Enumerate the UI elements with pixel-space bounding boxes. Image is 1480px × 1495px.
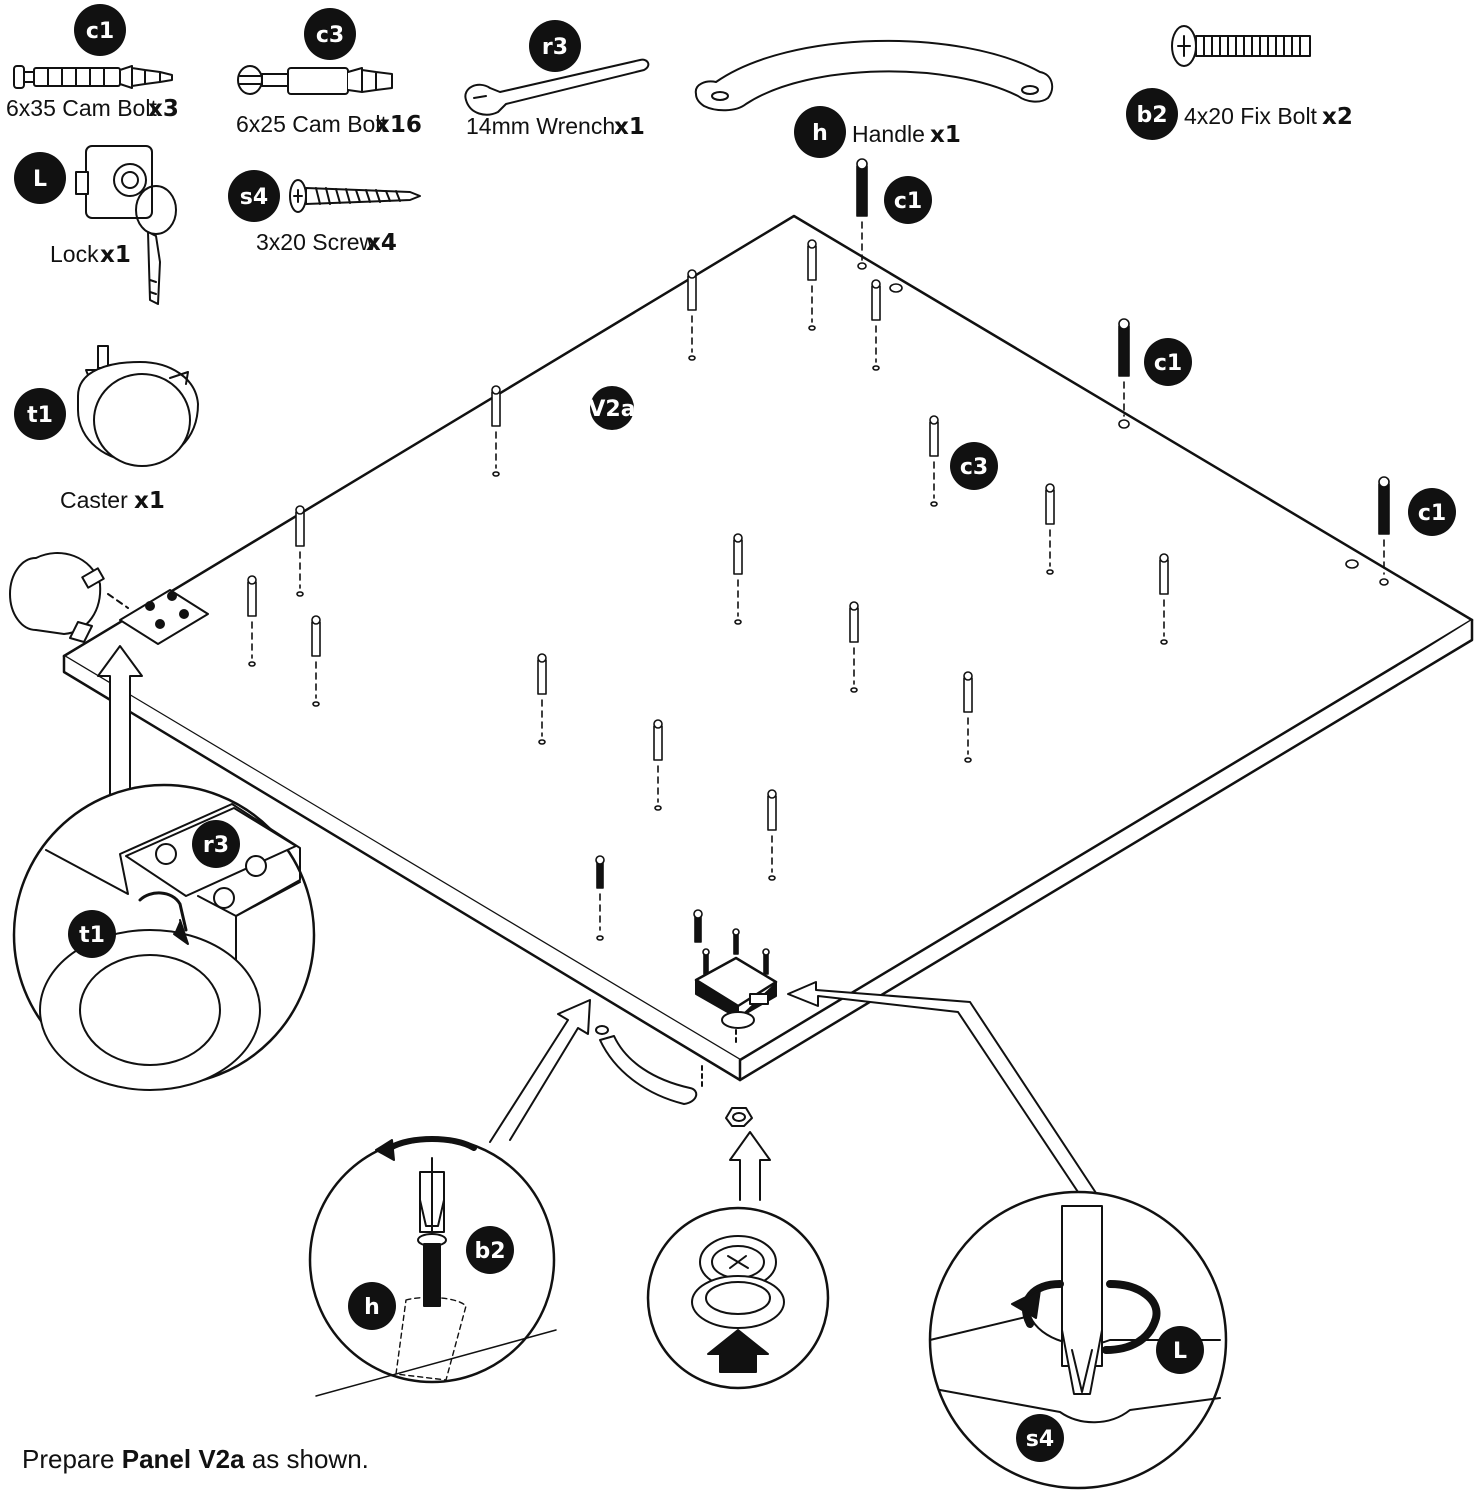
callout-c1-b: c1 bbox=[1154, 351, 1182, 376]
part-b2-badge: b2 bbox=[1136, 103, 1167, 128]
part-h-name: Handle bbox=[852, 121, 925, 147]
part-c1-qty: x3 bbox=[148, 96, 179, 122]
pointer-arrows bbox=[97, 645, 1099, 1205]
part-c3-badge: c3 bbox=[316, 23, 344, 48]
part-L-qty: x1 bbox=[100, 242, 131, 268]
part-r3-qty: x1 bbox=[614, 114, 645, 140]
part-b2: b2 4x20 Fix Bolt x2 bbox=[1126, 25, 1353, 140]
callout-b2: b2 bbox=[474, 1239, 505, 1264]
part-r3: r3 14mm Wrench x1 bbox=[464, 20, 650, 140]
handle-icon bbox=[694, 39, 1054, 112]
part-s4-name: 3x20 Screw bbox=[256, 229, 377, 255]
part-t1: t1 Caster x1 bbox=[14, 345, 199, 514]
part-c1-name: 6x35 Cam Bolt bbox=[6, 95, 157, 121]
part-L: L Lock x1 bbox=[14, 145, 177, 305]
instruction-panel-name: Panel V2a bbox=[121, 1444, 245, 1474]
part-L-badge: L bbox=[33, 167, 47, 192]
callout-t1: t1 bbox=[79, 923, 105, 948]
callout-r3: r3 bbox=[203, 833, 229, 858]
part-L-name: Lock bbox=[50, 241, 99, 267]
part-b2-qty: x2 bbox=[1322, 104, 1353, 130]
detail-lock-screw: L s4 bbox=[928, 1190, 1228, 1490]
part-h-badge: h bbox=[812, 121, 828, 146]
wrench-icon bbox=[464, 58, 650, 116]
part-t1-badge: t1 bbox=[27, 403, 53, 428]
part-c3: c3 6x25 Cam Bolt x16 bbox=[236, 8, 422, 138]
instruction-text: Prepare Panel V2a as shown. bbox=[22, 1444, 369, 1475]
panel-label: V2a bbox=[588, 397, 635, 422]
part-t1-qty: x1 bbox=[134, 488, 165, 514]
part-c1-badge: c1 bbox=[86, 19, 114, 44]
part-c3-name: 6x25 Cam Bolt bbox=[236, 111, 387, 137]
detail-handle-bolt: b2 h bbox=[308, 1136, 557, 1397]
callout-L: L bbox=[1173, 1339, 1187, 1364]
caster-mount bbox=[9, 552, 209, 645]
caster-icon bbox=[77, 345, 199, 467]
screw-icon bbox=[289, 179, 421, 213]
callout-s4: s4 bbox=[1026, 1427, 1054, 1452]
detail-lock-insert bbox=[646, 1206, 830, 1390]
cam-bolts-c1: c1 c1 c1 bbox=[856, 158, 1456, 586]
instruction-prefix: Prepare bbox=[22, 1444, 122, 1474]
detail-caster: r3 t1 bbox=[12, 783, 316, 1091]
cam-bolt-long-icon bbox=[13, 65, 173, 89]
parts-legend: c1 6x35 Cam Bolt x3 c3 bbox=[6, 4, 1353, 514]
fix-bolt-icon bbox=[1171, 25, 1311, 67]
part-c3-qty: x16 bbox=[375, 112, 422, 138]
part-b2-name: 4x20 Fix Bolt bbox=[1184, 103, 1318, 129]
lock-on-panel bbox=[694, 956, 778, 1043]
callout-c1-c: c1 bbox=[1418, 501, 1446, 526]
part-t1-name: Caster bbox=[60, 487, 128, 513]
callout-c3: c3 bbox=[960, 455, 988, 480]
handle-on-panel bbox=[595, 1025, 753, 1127]
part-h-qty: x1 bbox=[930, 122, 961, 148]
lock-icon bbox=[75, 145, 177, 305]
part-h: h Handle x1 bbox=[694, 39, 1054, 158]
callout-h: h bbox=[364, 1295, 380, 1320]
cam-bolt-short-icon bbox=[237, 65, 393, 95]
part-s4-qty: x4 bbox=[366, 230, 397, 256]
part-s4: s4 3x20 Screw x4 bbox=[228, 170, 421, 256]
instruction-suffix: as shown. bbox=[244, 1444, 369, 1474]
screws-s4 bbox=[595, 855, 770, 993]
part-r3-name: 14mm Wrench bbox=[466, 113, 615, 139]
panel-v2a: V2a c1 bbox=[9, 158, 1474, 1127]
part-r3-badge: r3 bbox=[542, 35, 568, 60]
callout-c1-a: c1 bbox=[894, 189, 922, 214]
part-s4-badge: s4 bbox=[240, 185, 268, 210]
cam-bolts-c3 bbox=[247, 239, 1169, 881]
part-c1: c1 6x35 Cam Bolt x3 bbox=[6, 4, 179, 122]
